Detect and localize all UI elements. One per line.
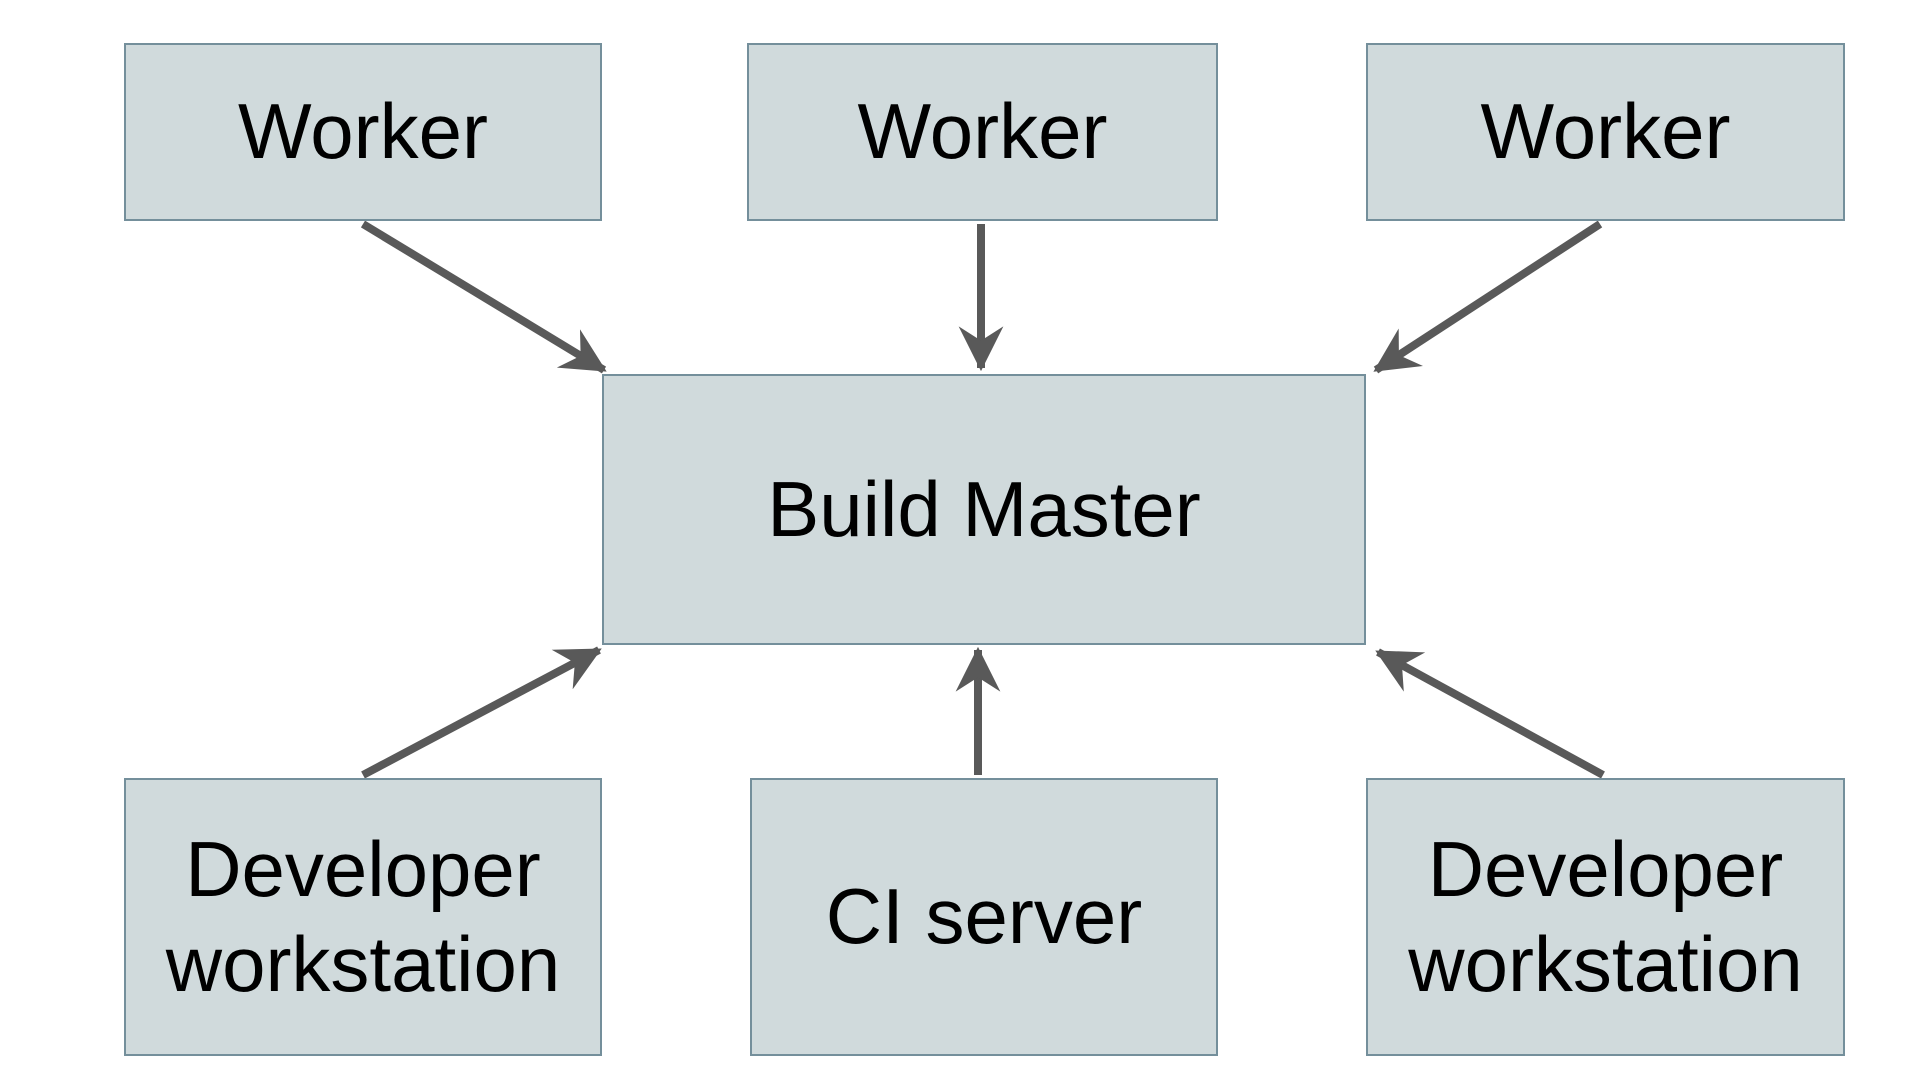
edge-developer-workstation-2-to-build-master: [1375, 648, 1605, 779]
node-worker-1: Worker: [124, 43, 602, 221]
node-worker-3: Worker: [1366, 43, 1845, 221]
edge-worker-1-to-build-master: [360, 220, 607, 374]
node-build-master: Build Master: [602, 374, 1366, 645]
node-developer-workstation-1: Developer workstation: [124, 778, 602, 1056]
node-worker-3-label: Worker: [1480, 87, 1731, 176]
node-ci-server: CI server: [750, 778, 1218, 1056]
node-developer-workstation-1-label: Developer workstation: [165, 824, 561, 1008]
node-worker-2: Worker: [747, 43, 1218, 221]
node-worker-1-label: Worker: [238, 87, 488, 176]
node-developer-workstation-2-label: Developer workstation: [1408, 824, 1803, 1008]
node-ci-server-label: CI server: [825, 872, 1143, 961]
node-build-master-label: Build Master: [767, 464, 1201, 553]
edge-developer-workstation-1-to-build-master: [361, 646, 602, 779]
node-developer-workstation-2: Developer workstation: [1366, 778, 1845, 1056]
edge-worker-3-to-build-master: [1373, 220, 1603, 374]
node-worker-2-label: Worker: [857, 87, 1108, 176]
